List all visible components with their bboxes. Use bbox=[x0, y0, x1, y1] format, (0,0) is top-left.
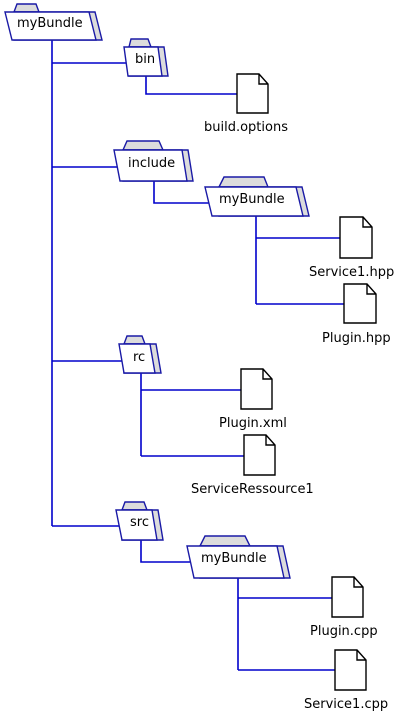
folder-label: rc bbox=[133, 350, 145, 365]
folder-label: myBundle bbox=[17, 16, 83, 31]
folder-rc[interactable]: rc bbox=[118, 335, 162, 374]
file-label: Service1.hpp bbox=[309, 265, 394, 280]
folder-bin[interactable]: bin bbox=[123, 38, 169, 77]
file-icon bbox=[331, 576, 364, 618]
folder-label: myBundle bbox=[219, 192, 285, 207]
tree-connectors bbox=[51, 40, 344, 671]
folder-label: src bbox=[130, 515, 149, 530]
connector-src-mybundle bbox=[140, 540, 192, 563]
file-icon bbox=[236, 73, 269, 114]
folder-label: bin bbox=[135, 52, 155, 67]
folder-icon bbox=[186, 535, 291, 579]
file-build-options[interactable]: build.options bbox=[204, 73, 288, 135]
file-icon bbox=[334, 649, 367, 691]
folder-src[interactable]: src bbox=[115, 501, 164, 541]
folder-icon bbox=[113, 140, 194, 182]
file-label: build.options bbox=[204, 120, 288, 135]
file-label: ServiceRessource1 bbox=[191, 482, 314, 497]
file-service-ressource1[interactable]: ServiceRessource1 bbox=[191, 434, 314, 497]
folder-icon bbox=[115, 501, 164, 541]
folder-src-mybundle[interactable]: myBundle bbox=[186, 535, 291, 579]
folder-include-mybundle[interactable]: myBundle bbox=[204, 176, 310, 217]
file-label: Plugin.hpp bbox=[322, 331, 391, 346]
folder-icon bbox=[118, 335, 162, 374]
folder-root-mybundle[interactable]: myBundle bbox=[4, 3, 103, 41]
file-service1-cpp[interactable]: Service1.cpp bbox=[304, 649, 388, 712]
file-label: Service1.cpp bbox=[304, 697, 388, 712]
file-service1-hpp[interactable]: Service1.hpp bbox=[309, 216, 394, 280]
file-plugin-hpp[interactable]: Plugin.hpp bbox=[322, 283, 391, 346]
file-icon bbox=[243, 434, 276, 476]
file-icon bbox=[343, 283, 377, 324]
file-label: Plugin.cpp bbox=[310, 624, 378, 639]
folder-icon bbox=[204, 176, 310, 217]
file-plugin-xml[interactable]: Plugin.xml bbox=[219, 368, 287, 431]
folder-label: myBundle bbox=[201, 551, 267, 566]
folder-icon bbox=[123, 38, 169, 77]
connector-include-mybundle bbox=[153, 181, 210, 204]
file-label: Plugin.xml bbox=[219, 416, 287, 431]
folder-label: include bbox=[128, 156, 175, 171]
file-icon bbox=[240, 368, 273, 410]
folder-icon bbox=[4, 3, 103, 41]
connector-bin-build-options bbox=[145, 76, 237, 95]
folder-include[interactable]: include bbox=[113, 140, 194, 182]
file-plugin-cpp[interactable]: Plugin.cpp bbox=[310, 576, 378, 639]
file-icon bbox=[339, 216, 373, 259]
